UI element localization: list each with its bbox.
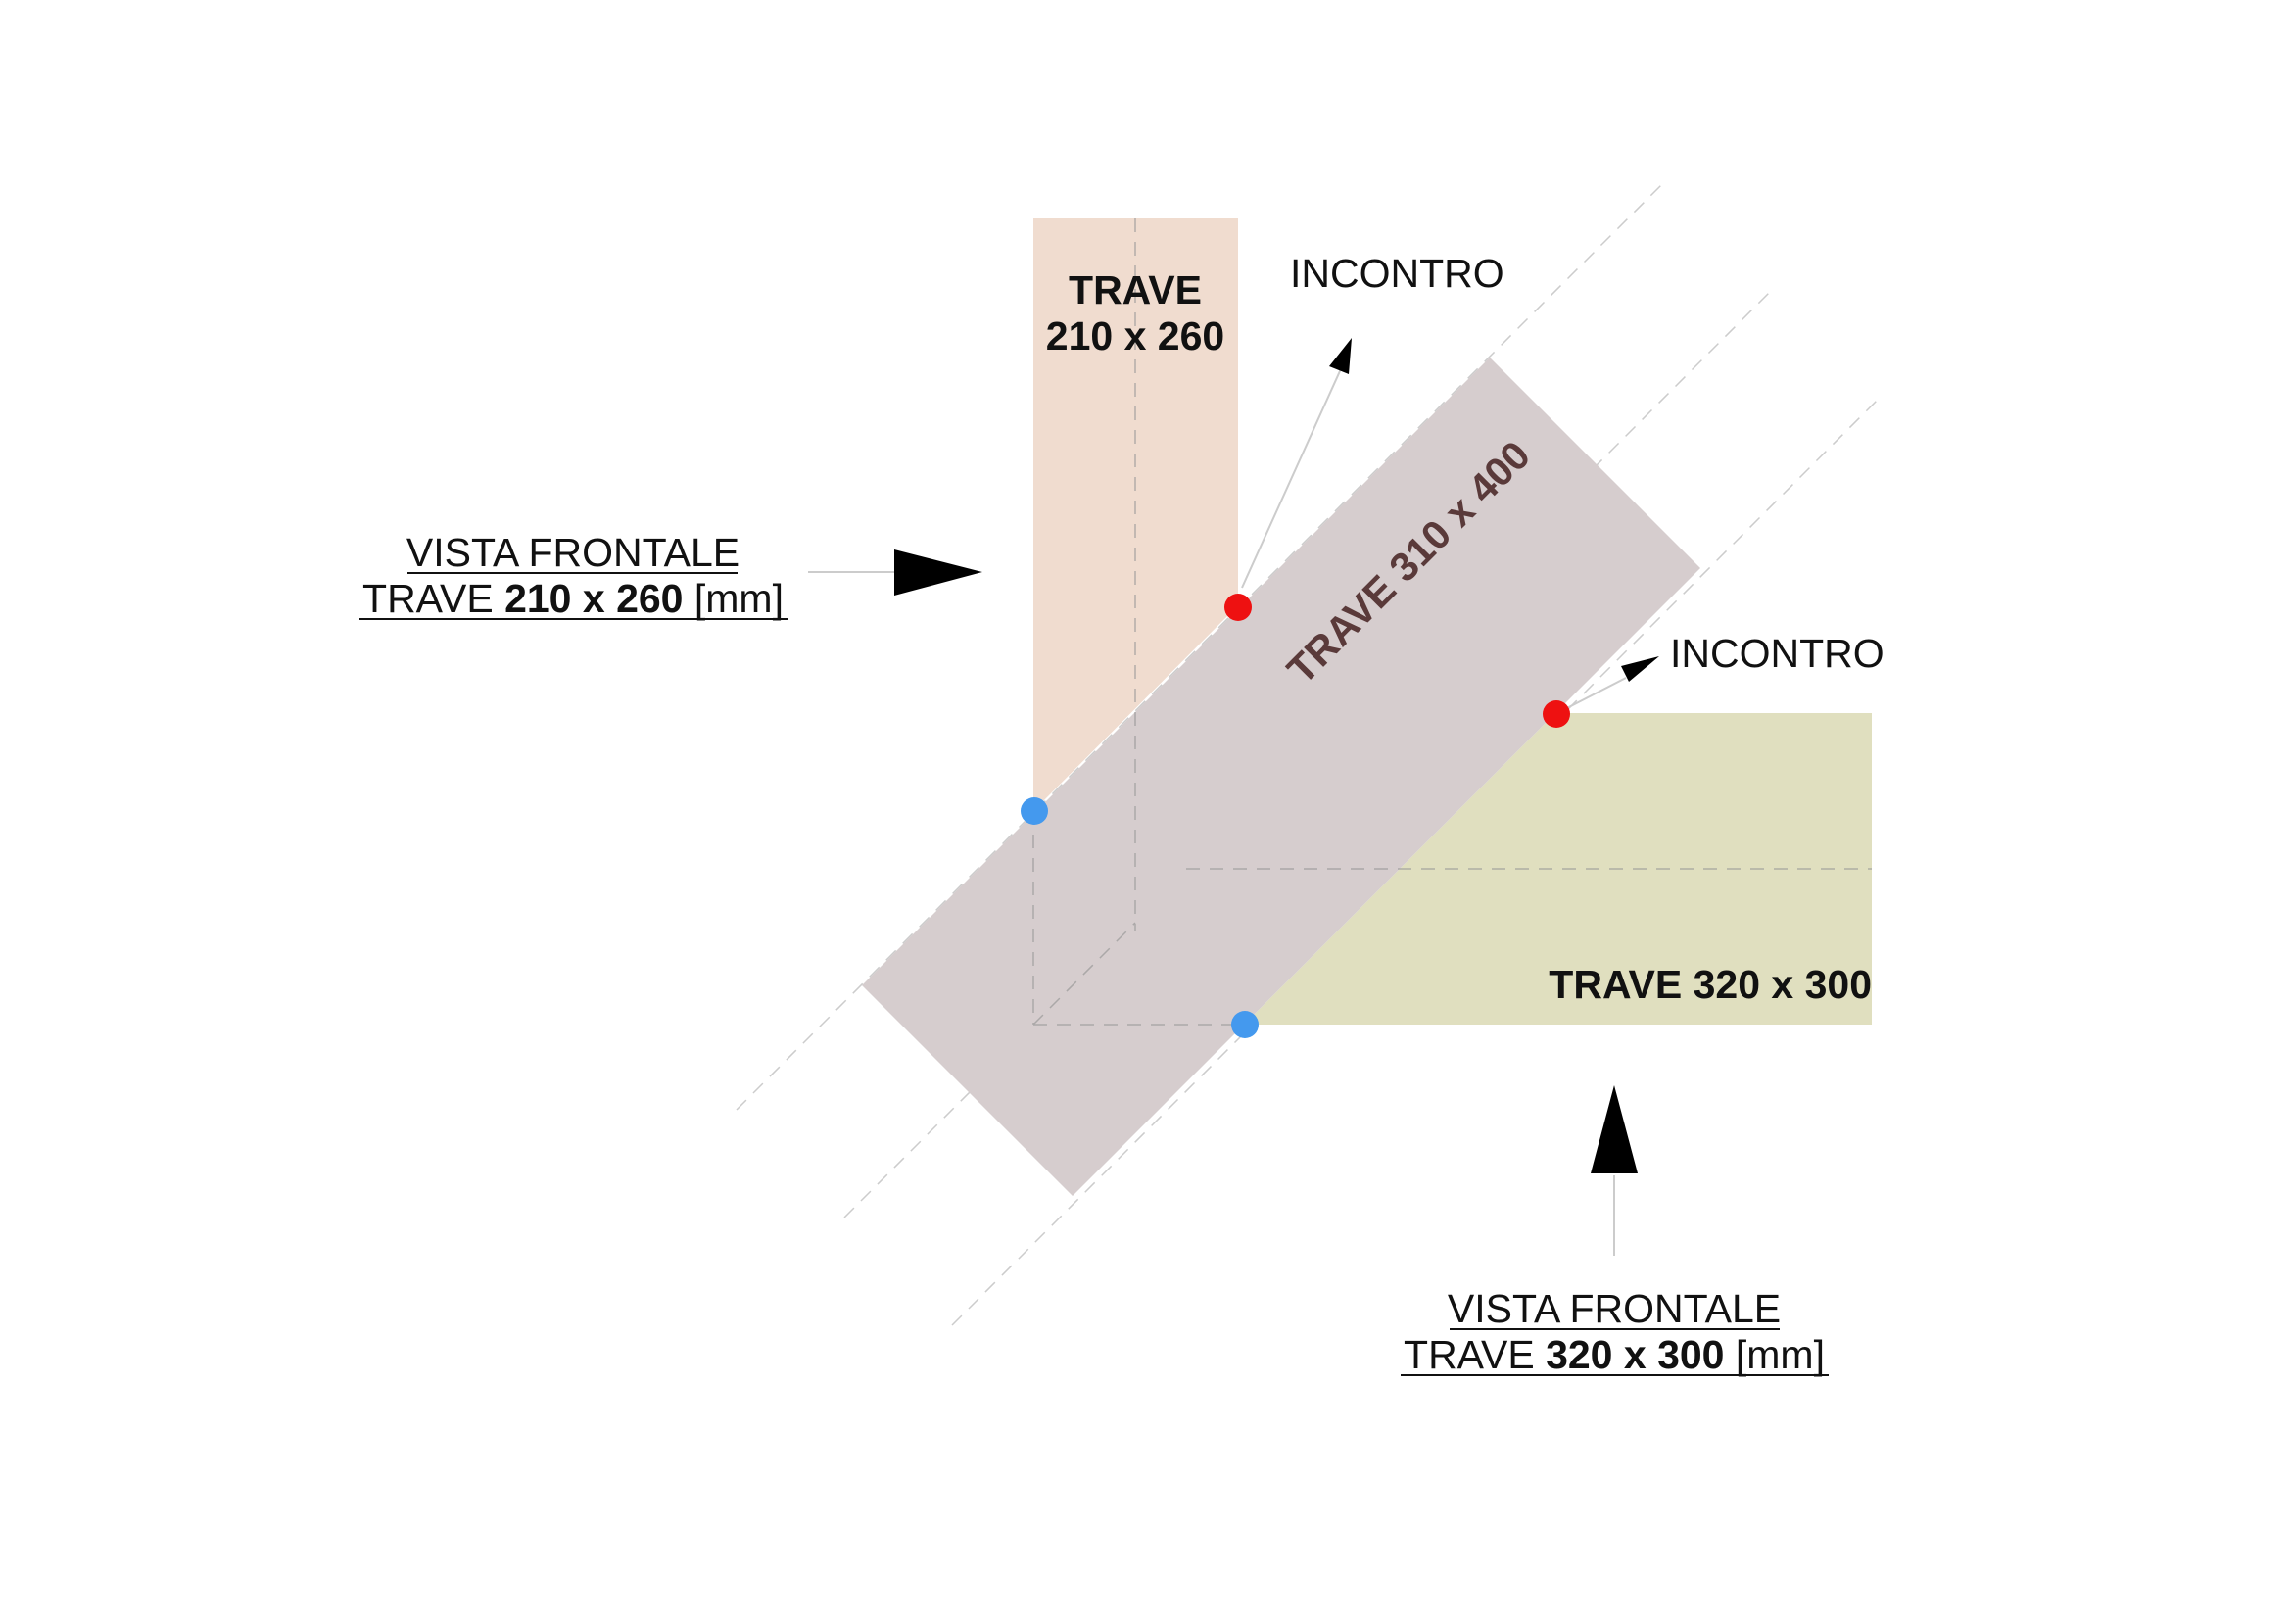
meeting-point-blue xyxy=(1021,797,1048,825)
view-left-prefix: TRAVE xyxy=(362,576,504,621)
hidden-edge-diagonal xyxy=(1032,922,1136,1026)
meeting-point-blue xyxy=(1231,1011,1259,1038)
arrow-icon xyxy=(1329,338,1352,374)
arrow-up-icon xyxy=(1591,1085,1638,1173)
view-left-dims: 210 x 260 xyxy=(504,576,683,621)
view-left-unit: [mm] xyxy=(683,576,783,621)
view-bottom-unit: [mm] xyxy=(1724,1332,1824,1377)
guide-line-lower xyxy=(951,399,1879,1326)
leader-incontro-top xyxy=(1241,361,1345,589)
view-left-line1: VISTA FRONTALE xyxy=(406,530,740,575)
vertical-beam-label-line1: TRAVE xyxy=(1069,267,1202,312)
beam-horizontal xyxy=(1244,713,1872,1025)
view-label-bottom: VISTA FRONTALE TRAVE 320 x 300 [mm] xyxy=(1401,1286,1829,1377)
leader-lines xyxy=(808,361,1627,1256)
leader-incontro-right xyxy=(1556,677,1627,714)
horizontal-beam-label: TRAVE 320 x 300 xyxy=(1549,962,1872,1007)
beam-vertical xyxy=(1033,218,1238,811)
view-bottom-line2: TRAVE 320 x 300 [mm] xyxy=(1404,1332,1825,1377)
view-label-left: VISTA FRONTALE TRAVE 210 x 260 [mm] xyxy=(359,530,788,621)
view-bottom-dims: 320 x 300 xyxy=(1546,1332,1724,1377)
guide-line-upper xyxy=(736,183,1663,1111)
view-left-line2: TRAVE 210 x 260 [mm] xyxy=(362,576,784,621)
meeting-point-red xyxy=(1543,700,1570,728)
incontro-label-top: INCONTRO xyxy=(1290,251,1504,296)
meeting-point-red xyxy=(1224,594,1252,621)
hidden-lines xyxy=(1032,218,1872,1026)
view-bottom-prefix: TRAVE xyxy=(1404,1332,1546,1377)
incontro-label-right: INCONTRO xyxy=(1670,631,1885,676)
view-bottom-line1: VISTA FRONTALE xyxy=(1448,1286,1781,1331)
vertical-beam-label-line2: 210 x 260 xyxy=(1046,313,1224,358)
arrow-icon xyxy=(1621,656,1659,682)
arrow-right-icon xyxy=(894,549,982,596)
